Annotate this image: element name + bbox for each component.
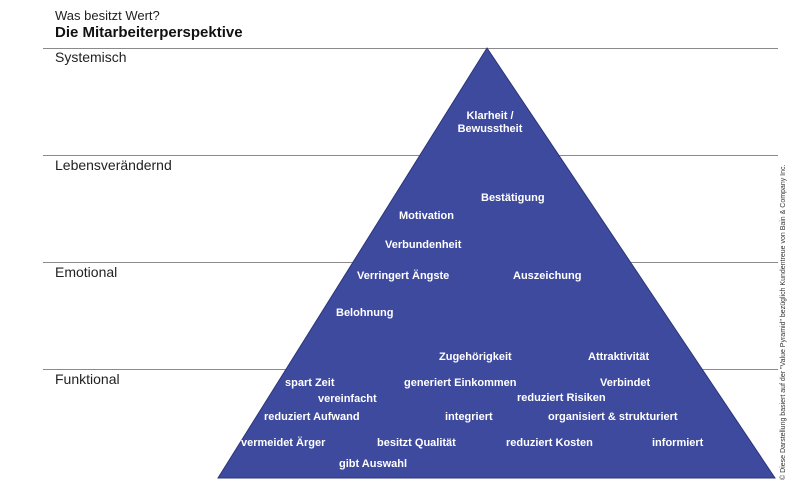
term-verbundenheit: Verbundenheit: [385, 239, 462, 251]
level-line-lebensveraendernd: [43, 155, 778, 156]
term-gibt-auswahl: gibt Auswahl: [339, 458, 408, 470]
level-line-top: [43, 48, 778, 49]
term-verbindet: Verbindet: [600, 377, 651, 389]
term-vereinfacht: vereinfacht: [318, 393, 377, 405]
term-verringert-aengste: Verringert Ängste: [357, 270, 450, 282]
term-organisiert: organisiert & strukturiert: [548, 411, 678, 423]
term-klarheit-line2: Bewusstheit: [457, 123, 523, 135]
term-auszeichung: Auszeichung: [513, 270, 582, 282]
term-vermeidet-aerger: vermeidet Ärger: [241, 437, 326, 449]
pyramid-shape: [217, 47, 776, 479]
subtitle: Was besitzt Wert?: [55, 8, 160, 23]
level-label-emotional: Emotional: [55, 264, 118, 280]
term-reduziert-aufwand: reduziert Aufwand: [264, 411, 360, 423]
term-motivation: Motivation: [399, 210, 454, 222]
header: Was besitzt Wert? Die Mitarbeiterperspek…: [55, 8, 243, 42]
term-generiert-einkommen: generiert Einkommen: [404, 377, 517, 389]
term-zugehoerigkeit: Zugehörigkeit: [439, 351, 512, 363]
term-besitzt-qualitaet: besitzt Qualität: [377, 437, 456, 449]
copyright-credit: © Diese Darstellung basiert auf der "Val…: [780, 164, 787, 480]
term-reduziert-risiken: reduziert Risiken: [517, 392, 606, 404]
term-klarheit: Klarheit / Bewusstheit: [440, 110, 540, 136]
term-bestaetigung: Bestätigung: [481, 192, 545, 204]
term-integriert: integriert: [445, 411, 493, 423]
term-klarheit-line1: Klarheit /: [466, 110, 514, 122]
term-informiert: informiert: [652, 437, 704, 449]
term-spart-zeit: spart Zeit: [285, 377, 335, 389]
level-label-lebensveraendernd: Lebensverändernd: [55, 157, 172, 173]
level-label-funktional: Funktional: [55, 371, 120, 387]
term-reduziert-kosten: reduziert Kosten: [506, 437, 593, 449]
term-attraktivitaet: Attraktivität: [588, 351, 650, 363]
term-belohnung: Belohnung: [336, 307, 394, 319]
page-title: Die Mitarbeiterperspektive: [55, 24, 243, 41]
level-label-systemisch: Systemisch: [55, 49, 127, 65]
